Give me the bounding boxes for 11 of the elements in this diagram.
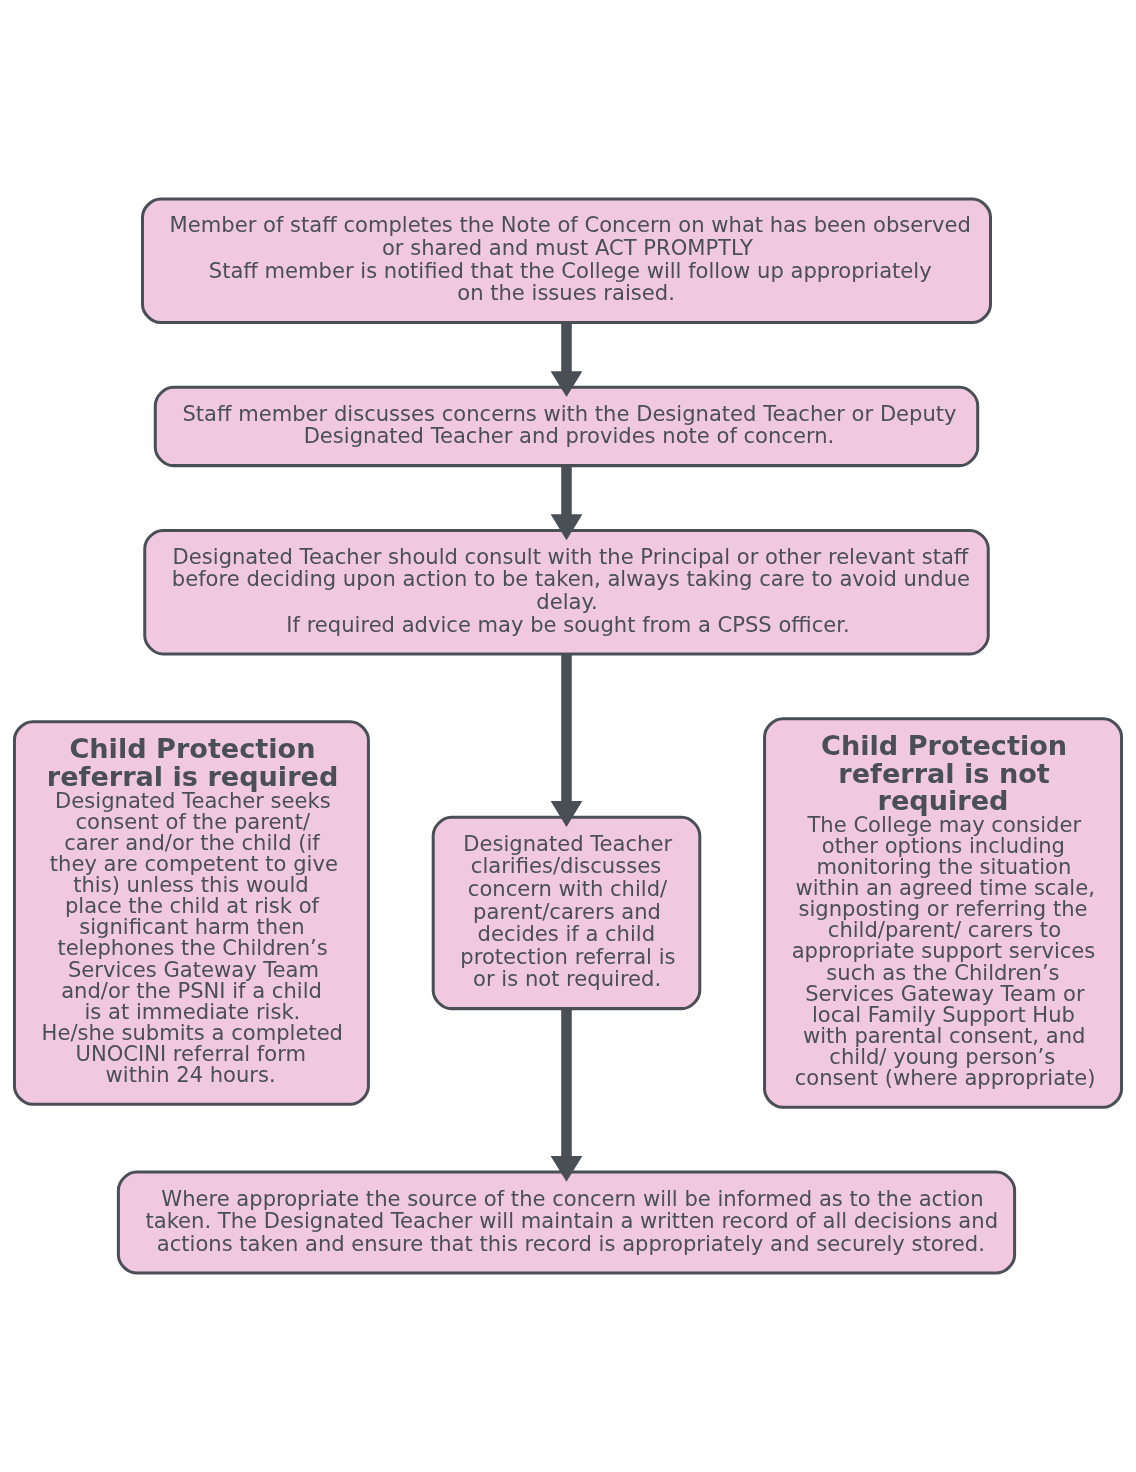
node-box: Child Protection referral is required Designated Teacher seeks consent of the parent/ carer and/or the child (if they are competent to give this) unless this would place the child at risk of significant harm then telephones the Children’s Services Gateway Team and/or the PSNI if a child is at immediate risk. He/she submits a completed UNOCINI referral form within 24 hours. bbox=[12, 720, 370, 1106]
node-box: Where appropriate the source of the concern will be informed as to the action taken. The Designated Teacher will maintain a written record of all decisions and actions taken and ensure that this record is appropriately and securely stored. bbox=[116, 1170, 1017, 1275]
node-box: Member of staff completes the Note of Concern on what has been observed or shared and must ACT PROMPTLY Staff member is notified that the College will follow up appropriately on the issues raised. bbox=[141, 197, 992, 325]
node-box: Staff member discusses concerns with the Designated Teacher or Deputy Designated Teacher and provides note of concern. bbox=[153, 385, 980, 468]
arrow bbox=[550, 654, 583, 827]
node-box: Designated Teacher should consult with the Principal or other relevant staff before deciding upon action to be taken, always taking care to avoid undue delay. If required advice may be sought from a CPSS officer. bbox=[143, 528, 990, 656]
arrow bbox=[550, 1008, 583, 1182]
arrow bbox=[550, 322, 583, 398]
node-box: Designated Teacher clarifies/discusses concern with child/ parent/carers and decides if a child protection referral is or is not required. bbox=[431, 815, 702, 1011]
arrow bbox=[550, 465, 583, 541]
node-box: Child Protection referral is not required The College may consider other options including monitoring the situation within an agreed time scale, signposting or referring the child/parent/ carers to appropriate support services such as the Children’s Services Gateway Team or local Family Support Hub with parental consent, and child/ young person’s consent (where appropriate) bbox=[763, 717, 1124, 1109]
